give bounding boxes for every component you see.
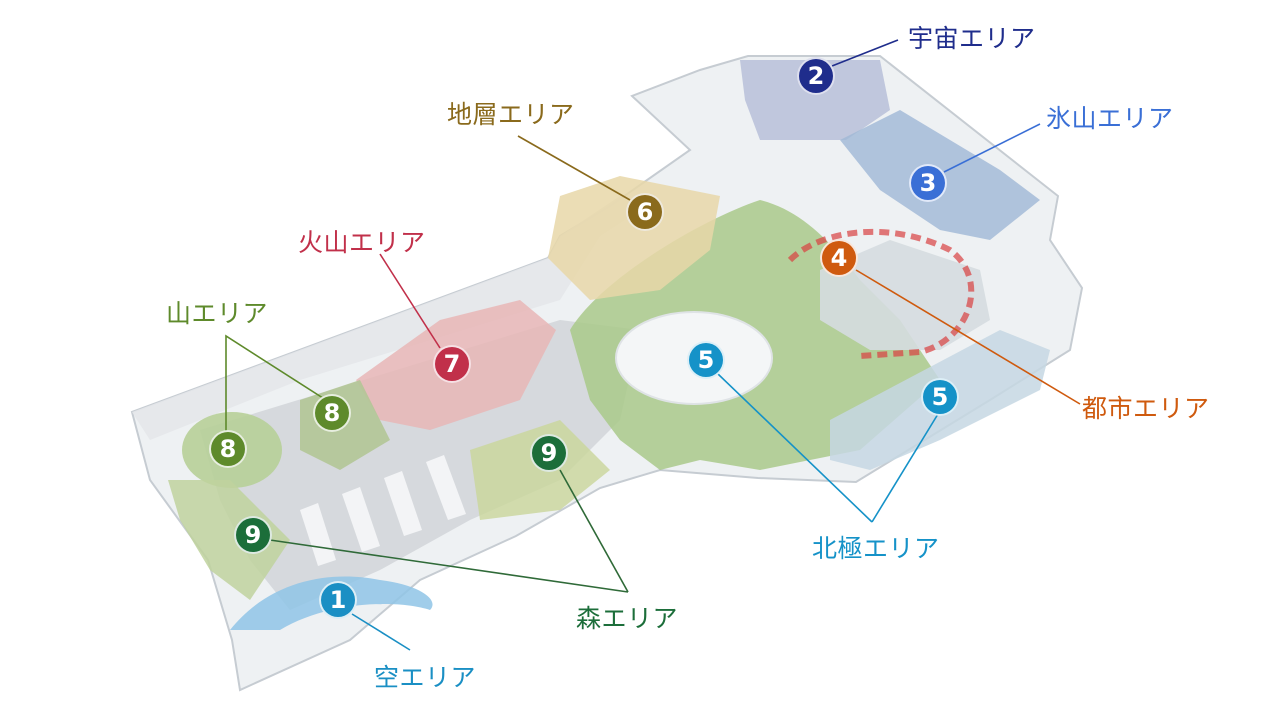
marker-iceberg[interactable]: 3 (909, 164, 947, 202)
marker-mountain-2[interactable]: 8 (313, 394, 351, 432)
city-track (787, 228, 975, 359)
label-iceberg-area: 氷山エリア (1046, 104, 1174, 133)
forest-lower-left (168, 480, 290, 600)
label-mountain-area: 山エリア (166, 299, 269, 328)
marker-strata[interactable]: 6 (626, 193, 664, 231)
label-space-area: 宇宙エリア (908, 24, 1036, 53)
leader-line-volcano-4 (379, 253, 441, 349)
marker-volcano[interactable]: 7 (433, 345, 471, 383)
leader-line-strata-2 (517, 135, 631, 201)
marker-mountain-1[interactable]: 8 (209, 430, 247, 468)
label-arctic-area: 北極エリア (812, 534, 940, 563)
space-room (740, 60, 890, 140)
city-room (820, 240, 990, 350)
marker-forest-2[interactable]: 9 (234, 516, 272, 554)
label-sky-area: 空エリア (374, 663, 477, 692)
marker-arctic-1[interactable]: 5 (687, 341, 725, 379)
marker-sky[interactable]: 1 (319, 581, 357, 619)
back-wall (132, 196, 640, 440)
marker-arctic-2[interactable]: 5 (921, 378, 959, 416)
leader-line-forest-9 (269, 539, 629, 593)
marker-forest-1[interactable]: 9 (530, 434, 568, 472)
leader-line-arctic-7 (871, 413, 939, 523)
leader-line-forest-8 (559, 469, 629, 593)
marker-space[interactable]: 2 (797, 57, 835, 95)
leader-line-mountain-5 (225, 334, 327, 432)
label-forest-area: 森エリア (576, 604, 679, 633)
label-strata-area: 地層エリア (447, 100, 575, 129)
strata-room (548, 176, 720, 300)
leader-line-arctic-6 (717, 373, 873, 523)
leader-line-space-0 (831, 39, 899, 67)
leader-line-city-3 (855, 269, 1081, 405)
label-city-area: 都市エリア (1082, 394, 1210, 423)
leader-line-iceberg-1 (943, 123, 1041, 173)
label-volcano-area: 火山エリア (298, 228, 426, 257)
leader-line-sky-10 (351, 613, 411, 651)
marker-city[interactable]: 4 (820, 239, 858, 277)
floor-strips (300, 455, 466, 566)
